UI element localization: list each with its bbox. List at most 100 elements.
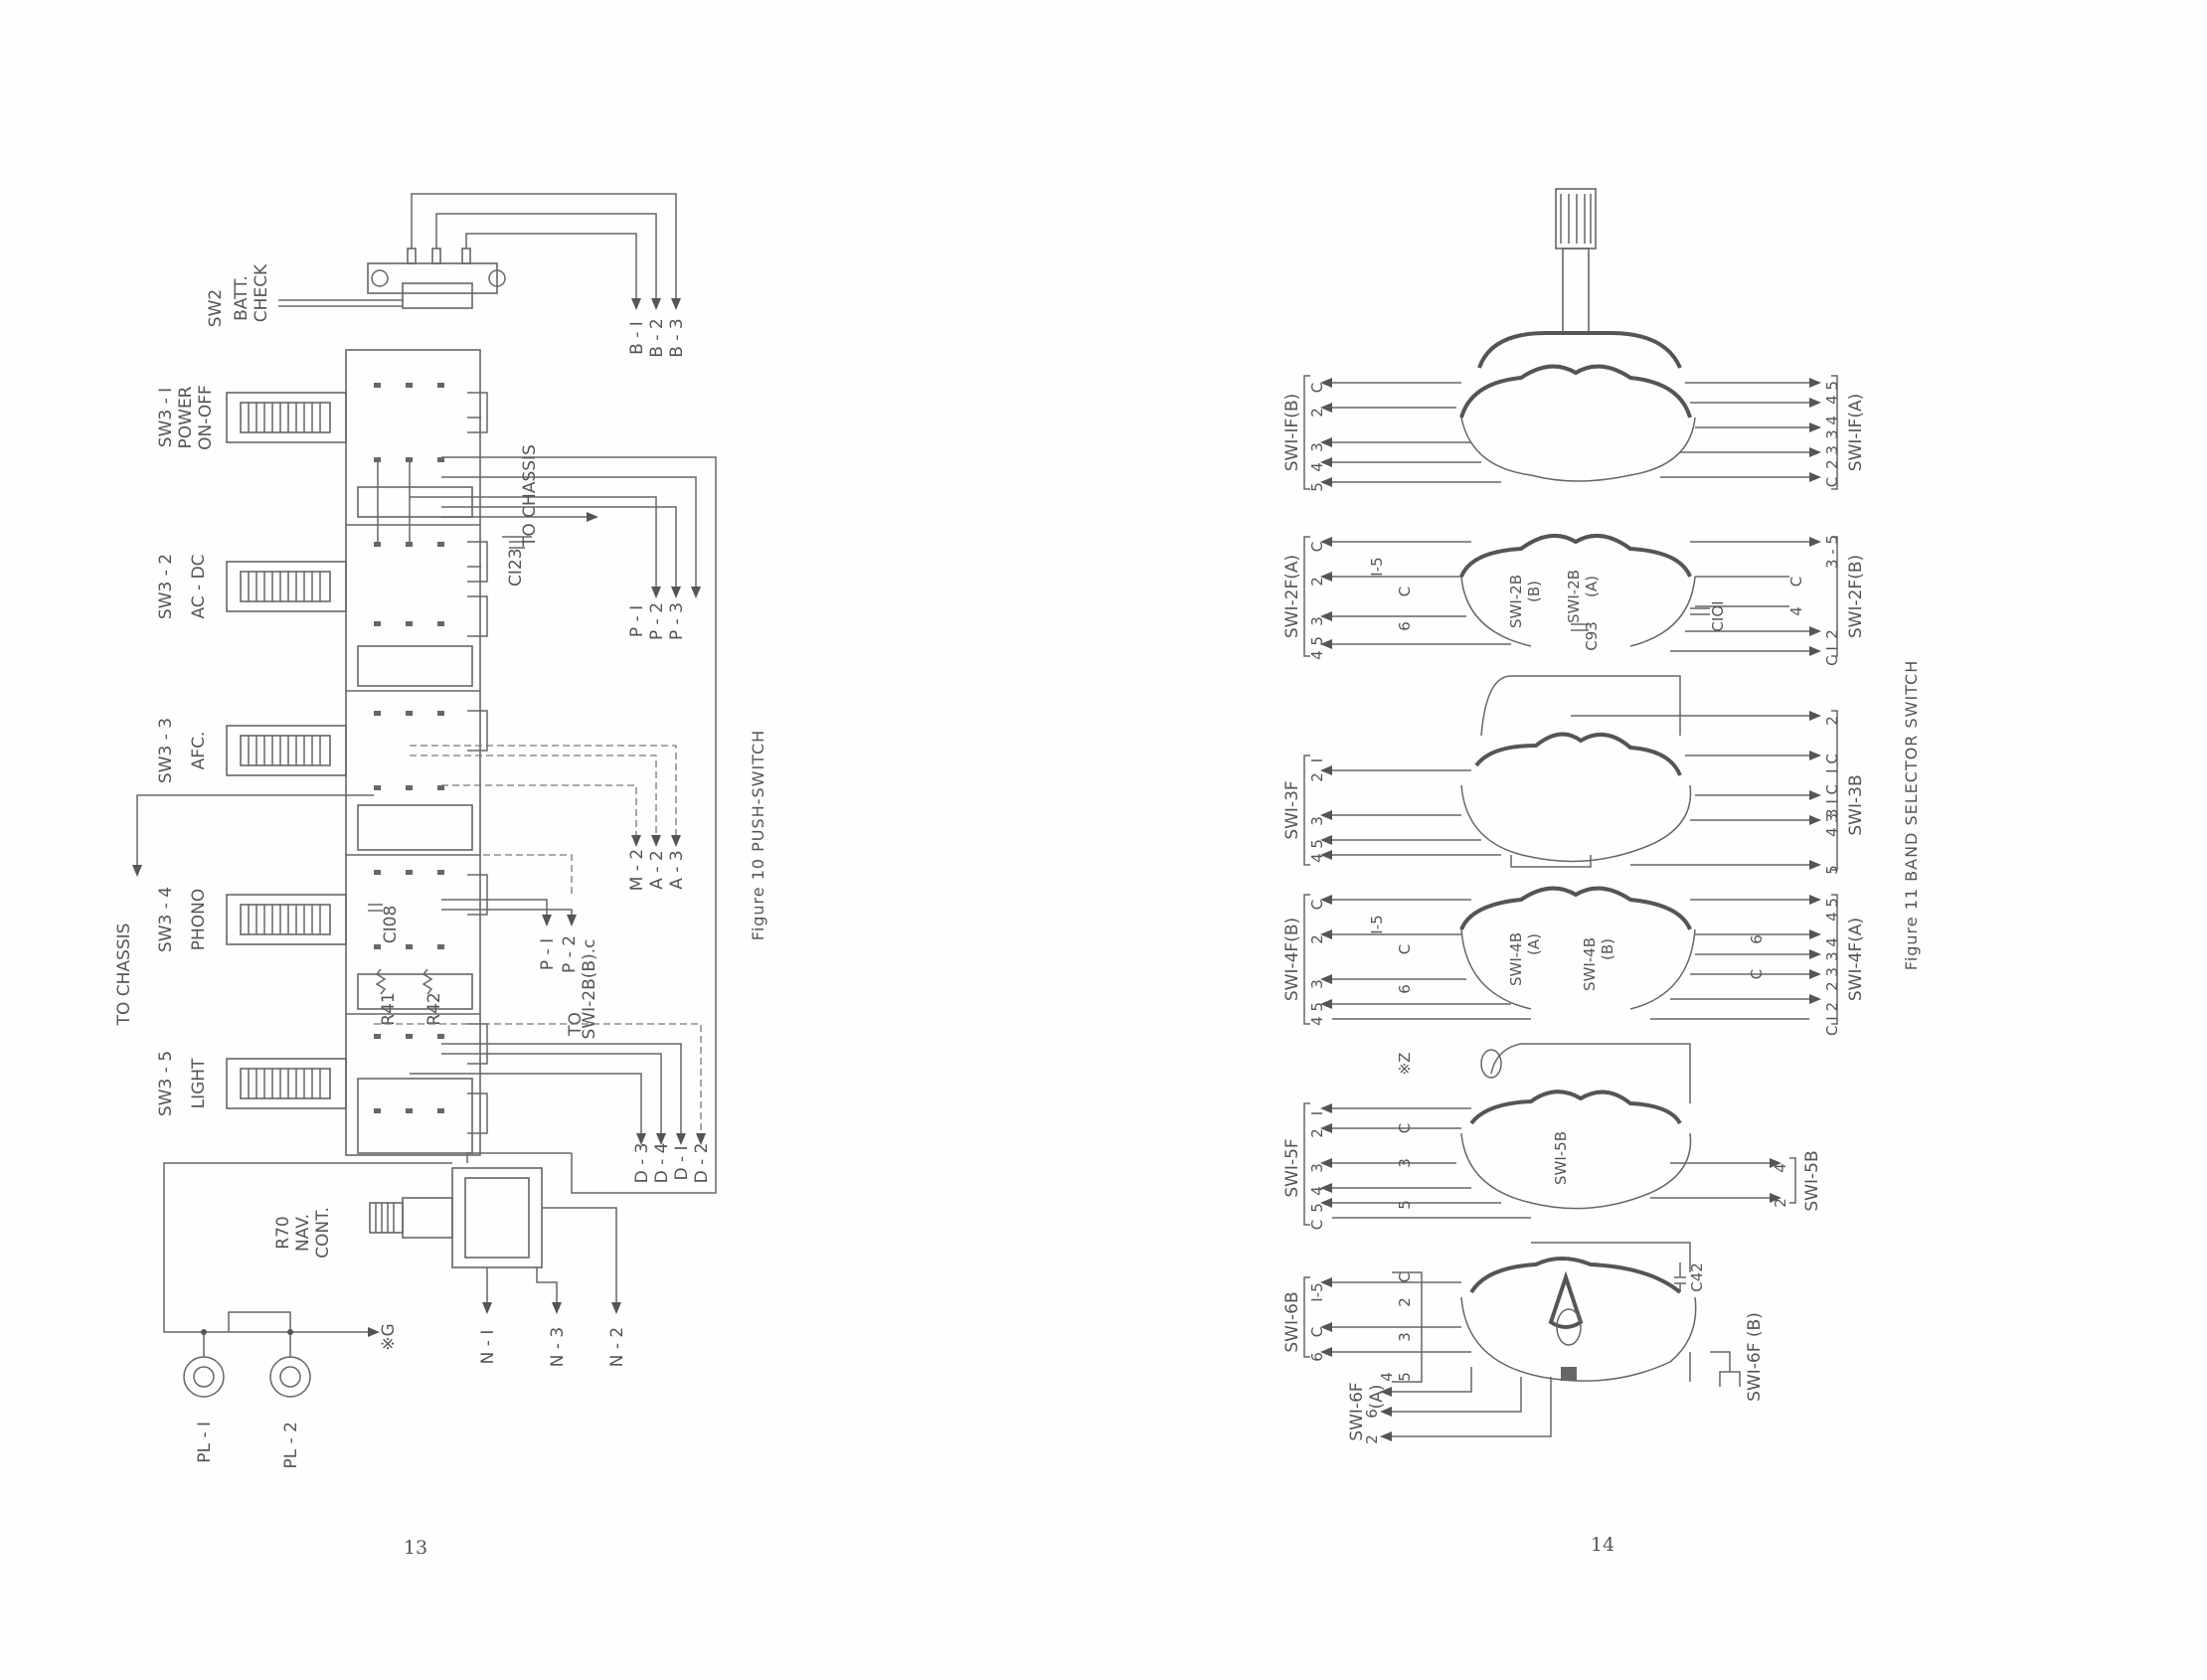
deck4-left-label: SWI-4F(B)	[1282, 918, 1302, 1001]
deck5-left-label: SWI-5F	[1282, 1138, 1302, 1197]
sw2-line2: CHECK	[252, 263, 271, 322]
deck2-inner-6: 6	[1396, 621, 1414, 631]
deck6f-label: SWI-6F	[1347, 1382, 1367, 1440]
deck3-left-label: SWI-3F	[1282, 780, 1302, 839]
deck1-rpin-c: C	[1823, 477, 1841, 487]
button-sw3-2	[226, 561, 347, 612]
deck2-inner-swi2b-b: SWI-2B	[1507, 575, 1525, 628]
switch-labels: SW3 - I POWER ON-OFF SW3 - 2 AC - DC SW3…	[156, 385, 216, 1116]
sw3-1-sub: ON-OFF	[196, 385, 216, 450]
sw3-2-id: SW3 - 2	[156, 554, 176, 619]
afc-terminal-a2: A - 2	[647, 850, 667, 889]
deck1-lpin-3: 3	[1308, 442, 1326, 452]
push-buttons	[226, 392, 347, 1109]
deck4-inner-swi4b-b: SWI-4B	[1581, 937, 1599, 991]
deck4-inner-i5: I-5	[1368, 915, 1386, 933]
deck4-rpin-34: 3 4	[1823, 937, 1841, 961]
sw3-5-name: LIGHT	[189, 1058, 209, 1108]
ground-label: ※G	[379, 1323, 399, 1350]
deck2-rpin-35: 3 - 5	[1823, 535, 1841, 569]
deck4-inner-swi4b-a: SWI-4B	[1507, 932, 1525, 986]
deck5-right-label: SWI-5B	[1802, 1150, 1822, 1211]
deck2-inner-a: (A)	[1583, 576, 1601, 597]
contact-brackets	[467, 392, 488, 1134]
n-terminal-n2: N - 2	[607, 1327, 627, 1367]
deck2-lpin-c: C	[1308, 542, 1326, 552]
deck4-inner-c: C	[1396, 944, 1414, 954]
sw3-2-name: AC - DC	[189, 554, 209, 618]
afc-terminal-m2: M - 2	[627, 849, 647, 891]
deck4-rpin-23: 2 3	[1823, 967, 1841, 991]
deck6-right-label: SWI-6F (B)	[1745, 1312, 1765, 1402]
deck2-lpin-45: 4 5	[1308, 636, 1326, 660]
deck5-lpin-2: 2	[1308, 1128, 1326, 1138]
r70-line2: CONT.	[313, 1207, 333, 1259]
deck4-lpin-45: 4 5	[1308, 1002, 1326, 1026]
sw3-3-id: SW3 - 3	[156, 718, 176, 783]
figure-11-caption: Figure 11 BAND SELECTOR SWITCH	[1902, 660, 1921, 970]
afc-terminal-a3: A - 3	[667, 850, 687, 889]
deck3-right-label: SWI-3B	[1846, 774, 1866, 835]
deck6f-a-label: (A)	[1367, 1385, 1387, 1410]
deck6-inner-4: 4	[1378, 1372, 1396, 1382]
push-switch-figure: SW3 - I POWER ON-OFF SW3 - 2 AC - DC SW3…	[114, 193, 767, 1559]
deck2-inner-c101: CIOI	[1709, 600, 1727, 631]
sw3-4-name: PHONO	[189, 889, 209, 951]
batt-terminal-b2: B - 2	[647, 318, 667, 357]
deck4-lpin-2: 2	[1308, 934, 1326, 944]
sw3-3-name: AFC.	[189, 732, 209, 770]
deck2-inner-b: (B)	[1525, 581, 1543, 602]
pilot-lamps: ※G PL - I PL - 2	[163, 1162, 452, 1468]
capacitor-c108: CI08	[381, 906, 401, 944]
deck4-lpin-c: C	[1308, 900, 1326, 910]
resistor-r42: R42	[424, 992, 444, 1025]
deck5-rpin-2: 2	[1772, 1198, 1789, 1208]
capacitor-c123: CI23	[506, 548, 526, 587]
deck-swi-5f: SWI-5F SWI-5B I 2 3 4 5 C 4 2 ※Z C 3 5 S…	[1282, 1043, 1822, 1230]
n-terminal-n1: N - I	[478, 1330, 498, 1365]
deck2-rpin-c: C	[1787, 577, 1805, 587]
deck5-lpin-4: 4	[1308, 1186, 1326, 1196]
p-terminal-1: P - I	[627, 605, 647, 637]
deck6-left-label: SWI-6B	[1282, 1291, 1302, 1352]
deck5-rpin-4: 4	[1772, 1163, 1789, 1173]
deck1-rpin-23: 2 3	[1823, 445, 1841, 469]
sw2-batt-check: SW2 BATT. CHECK B - I B - 2 B - 3	[206, 193, 687, 358]
deck1-lpin-c: C	[1308, 383, 1326, 393]
deck6-inner-3: 3	[1396, 1332, 1414, 1342]
n-terminal-n3: N - 3	[548, 1327, 568, 1367]
deck3-lpin-1: I	[1308, 758, 1326, 762]
band-selector-figure: SWI-IF(B) SWI-IF(A) C 2 3 4 5 4 5 3 4 2 …	[1282, 188, 1921, 1556]
sw3-1-id: SW3 - I	[156, 388, 176, 447]
deck3-lpin-2: 2	[1308, 772, 1326, 782]
to-chassis-left: TO CHASSIS	[114, 924, 134, 1027]
deck4-inner-a: (A)	[1525, 933, 1543, 955]
d-terminal-d1: D - I	[672, 1145, 692, 1180]
d-terminal-d4: D - 4	[652, 1143, 672, 1184]
deck1-lpin-5: 5	[1308, 482, 1326, 492]
deck4-rpin-45: 4 5	[1823, 898, 1841, 922]
deck6-inner-5: 5	[1396, 1372, 1414, 1382]
deck1-right-label: SWI-IF(A)	[1846, 394, 1866, 471]
deck4-inner-6: 6	[1396, 984, 1414, 994]
deck2-left-label: SWI-2F(A)	[1282, 555, 1302, 638]
resistor-r41: R41	[379, 992, 399, 1025]
push-switch-wiring: TO CHASSIS CI23 P - I P - 2 P - 3 M - 2 …	[114, 444, 717, 1194]
deck1-lpin-2: 2	[1308, 408, 1326, 418]
deck4-rpin-c12: C I 2	[1823, 1002, 1841, 1036]
r70-nav-control: N - I N - 3 N - 2 R70 NAV. CONT.	[273, 1152, 627, 1367]
deck1-lpin-4: 4	[1308, 462, 1326, 472]
sw3-4-id: SW3 - 4	[156, 887, 176, 952]
batt-terminal-b3: B - 3	[667, 318, 687, 357]
deck-swi-6b: SWI-6B SWI-6F (B) SWI-6F (A) I-5 C 6 C 2…	[1282, 1242, 1765, 1444]
phono-terminal-swi2b: SWI-2B(B).c	[580, 939, 599, 1040]
batt-terminal-b1: B - I	[627, 321, 647, 355]
deck2-inner-c93: C93	[1583, 621, 1601, 651]
deck3-rpin-5: 5	[1823, 865, 1841, 875]
deck2-lpin-2: 2	[1308, 577, 1326, 587]
sw3-1-name: POWER	[176, 386, 196, 448]
deck4-right-label: SWI-4F(A)	[1846, 918, 1866, 1001]
selector-shaft	[1555, 188, 1597, 334]
lamp-pl1: PL - I	[195, 1422, 215, 1463]
